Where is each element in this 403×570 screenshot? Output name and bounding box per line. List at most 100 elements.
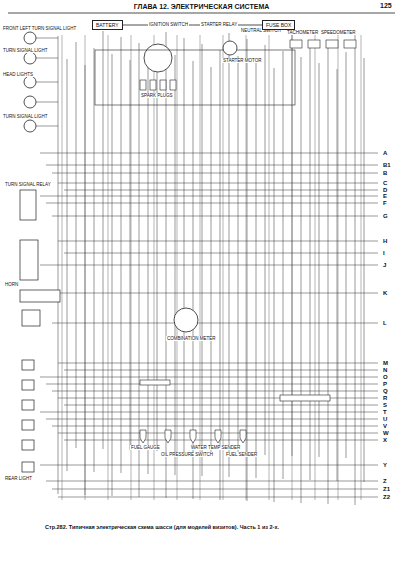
wire	[40, 377, 378, 378]
spark-plug-symbol	[160, 80, 166, 90]
wire	[64, 370, 378, 371]
page-number: 125	[380, 2, 392, 9]
connector-block	[20, 190, 36, 220]
component-name: FUSE BOX	[266, 22, 291, 28]
lamp-symbol	[24, 32, 36, 44]
wire	[184, 38, 185, 452]
relay-symbol	[308, 40, 320, 48]
wire	[76, 42, 77, 448]
connector-letter: L	[383, 320, 387, 326]
wire	[256, 62, 257, 478]
wire	[328, 46, 329, 504]
wire	[36, 58, 58, 59]
component-label: TACHOMETER	[286, 30, 319, 35]
spark-plug-symbol	[170, 80, 176, 90]
connector-letter: Z1	[383, 486, 390, 492]
wire	[355, 35, 356, 505]
connector-letter: T	[383, 409, 387, 415]
wire	[62, 35, 63, 500]
wire	[229, 33, 230, 477]
power-wire	[123, 25, 262, 26]
wire	[36, 102, 58, 103]
wire	[36, 82, 58, 83]
wire	[58, 36, 59, 494]
lamp-symbol	[24, 76, 36, 88]
spark-plug-symbol	[140, 80, 146, 90]
component-label: FUEL SENDER	[225, 452, 258, 457]
connector-block	[22, 420, 34, 430]
wire	[310, 40, 311, 480]
connector-letter: R	[383, 395, 387, 401]
wire	[94, 48, 95, 472]
connector-letter: U	[383, 416, 387, 422]
connector-block	[280, 395, 330, 401]
wire	[346, 52, 347, 458]
wire	[52, 489, 378, 490]
connector-letter: J	[383, 262, 386, 268]
connector-letter: B	[383, 170, 387, 176]
connector-block	[22, 380, 34, 390]
wire	[211, 67, 212, 453]
wire	[58, 497, 378, 498]
connector-letter: Y	[383, 462, 387, 468]
component-label: STARTER MOTOR	[222, 58, 263, 63]
wire	[238, 56, 239, 454]
wire	[283, 51, 284, 479]
wire	[52, 426, 378, 427]
wire	[338, 35, 339, 500]
wire	[157, 49, 158, 451]
connector-letter: A	[383, 150, 387, 156]
connector-letter: P	[383, 381, 387, 387]
wire	[139, 43, 140, 497]
relay-symbol	[290, 40, 302, 48]
component-label: COMBINATION METER	[166, 336, 216, 341]
wire	[40, 265, 378, 266]
sensor-symbol	[140, 430, 146, 443]
component-label: FUEL GAUGE	[130, 445, 161, 450]
component-label: REAR LIGHT	[4, 476, 33, 481]
lamp-symbol	[24, 120, 36, 132]
engine-outline	[95, 50, 295, 105]
wire	[301, 57, 302, 503]
component-label: HEAD LIGHTS	[2, 72, 34, 77]
component-label: TURN SIGNAL RELAY	[4, 182, 52, 187]
wire	[274, 68, 275, 502]
sensor-symbol	[240, 430, 246, 443]
wire	[58, 183, 378, 184]
wire	[121, 37, 122, 473]
connector-letter: Q	[383, 388, 388, 394]
wire	[58, 241, 378, 242]
distributor-symbol	[144, 44, 172, 72]
connector-letter: C	[383, 180, 387, 186]
relay-symbol	[326, 40, 338, 48]
connector-letter: F	[383, 200, 387, 206]
wire	[265, 45, 266, 455]
connector-letter: G	[383, 213, 388, 219]
component-label: WATER TEMP SENDER	[190, 445, 241, 450]
connector-letter: W	[383, 430, 389, 436]
wire	[175, 55, 176, 475]
wire	[40, 153, 378, 154]
connector-letter: S	[383, 402, 387, 408]
wire	[247, 39, 248, 501]
wire	[202, 44, 203, 476]
wire	[52, 323, 378, 324]
connector-block	[140, 380, 170, 385]
connector-block	[22, 462, 34, 472]
wire	[130, 60, 131, 450]
component-label: SPARK PLUGS	[140, 93, 173, 98]
connector-letter: M	[383, 360, 388, 366]
wire	[112, 54, 113, 496]
wire	[36, 38, 58, 39]
wire	[40, 196, 378, 197]
lamp-symbol	[24, 96, 36, 108]
wire	[67, 59, 68, 471]
header-rule	[8, 13, 395, 14]
component-label: IGNITION SWITCH	[148, 22, 189, 27]
wire	[364, 58, 365, 482]
component-name: BATTERY	[96, 22, 119, 28]
connector-block	[22, 440, 34, 450]
wire	[52, 216, 378, 217]
